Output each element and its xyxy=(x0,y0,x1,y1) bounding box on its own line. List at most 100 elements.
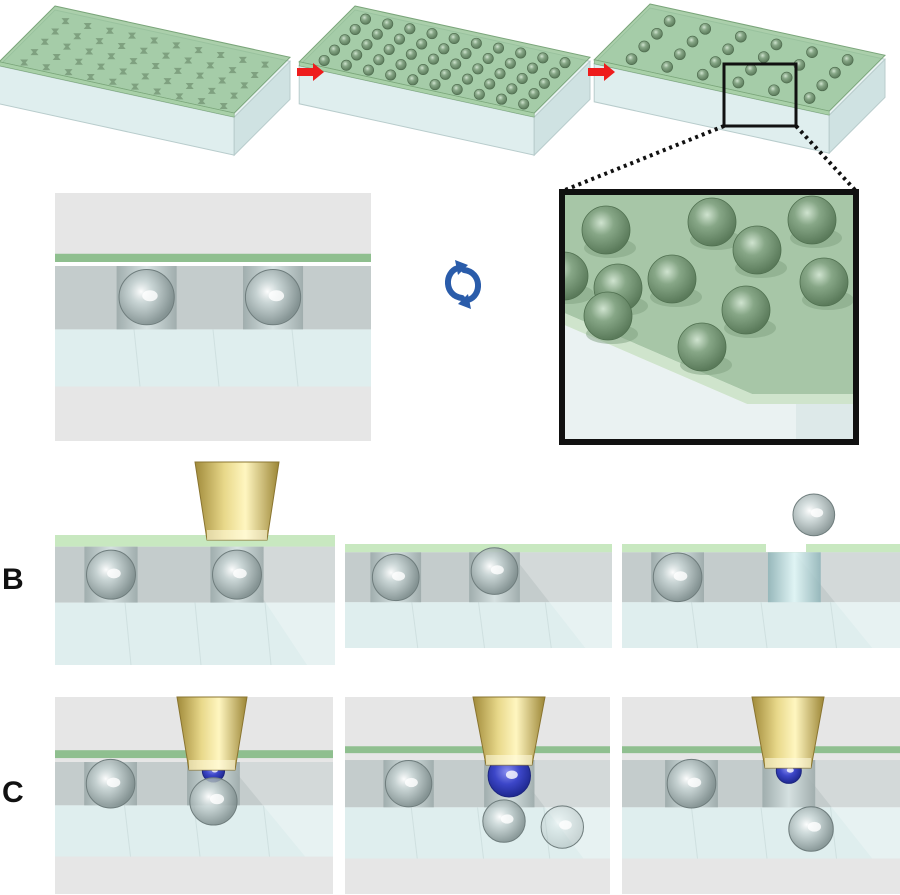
membrane-edge xyxy=(0,61,235,118)
section-c2 xyxy=(345,697,610,894)
bead xyxy=(745,63,757,76)
bead xyxy=(770,38,783,51)
well-hole xyxy=(228,67,237,74)
bead xyxy=(494,68,506,80)
membrane-opening xyxy=(766,544,806,552)
bead xyxy=(426,28,438,40)
bead xyxy=(516,73,528,85)
bead xyxy=(484,78,496,90)
membrane-layer xyxy=(345,746,610,754)
glass-seam xyxy=(411,602,419,649)
well-hole xyxy=(131,83,140,90)
bead xyxy=(757,51,770,63)
well-hole xyxy=(162,52,171,59)
glass-reflection xyxy=(510,552,612,648)
bead xyxy=(470,37,482,49)
bead-highlight xyxy=(106,777,121,788)
well-hole xyxy=(150,37,159,44)
well-hole xyxy=(250,72,259,79)
well-hole xyxy=(151,62,160,69)
well-hole xyxy=(261,61,270,68)
bead xyxy=(581,205,631,255)
bead xyxy=(515,47,527,59)
bead xyxy=(407,74,419,86)
well-hole xyxy=(51,28,60,35)
glass-seam xyxy=(760,807,768,859)
bead xyxy=(709,56,722,68)
glass-layer xyxy=(622,602,900,648)
glass-seam xyxy=(194,602,202,666)
chip-empty xyxy=(0,5,292,157)
chip-sealed xyxy=(593,3,887,155)
bead xyxy=(661,61,673,73)
bead xyxy=(816,79,829,92)
well-hole xyxy=(153,88,162,95)
panel-label-c: C xyxy=(2,776,24,809)
bead-highlight xyxy=(490,565,504,575)
well-hole xyxy=(172,42,181,49)
bead-highlight xyxy=(807,821,822,832)
well-hole xyxy=(63,43,72,50)
dispensing-nozzle xyxy=(194,461,280,541)
well-hole xyxy=(184,57,193,64)
well-hole xyxy=(20,59,29,66)
bead xyxy=(385,69,397,81)
glass-seam xyxy=(291,329,299,387)
glass-layer xyxy=(55,329,371,387)
bead xyxy=(722,43,734,56)
bead xyxy=(803,92,816,104)
right-arrow-icon xyxy=(588,63,615,81)
bead xyxy=(799,257,849,307)
well-hole xyxy=(74,58,83,65)
well-hole xyxy=(139,47,148,54)
well xyxy=(767,552,821,603)
glass-seam xyxy=(212,329,220,387)
membrane-layer xyxy=(622,746,900,754)
bead xyxy=(404,23,416,35)
bead-highlight xyxy=(810,508,824,518)
section-b3 xyxy=(622,493,900,649)
bead xyxy=(351,49,363,61)
well-hole xyxy=(40,38,49,45)
glass-seam xyxy=(760,602,768,649)
nozzle-tip-glow xyxy=(486,755,532,765)
bead-highlight xyxy=(233,568,247,579)
nozzle-body xyxy=(176,696,248,771)
bead-highlight xyxy=(107,568,121,579)
bead xyxy=(732,76,745,89)
bead xyxy=(428,53,440,65)
dispensing-nozzle xyxy=(751,696,825,769)
well-hole xyxy=(194,47,203,54)
well-hole xyxy=(85,48,94,55)
well-hole xyxy=(61,18,70,25)
bead-highlight xyxy=(209,793,225,805)
glass-seam xyxy=(830,602,837,649)
bead xyxy=(506,83,518,95)
bead xyxy=(583,291,633,341)
bead xyxy=(674,48,686,61)
bead xyxy=(518,98,530,110)
well-hole xyxy=(64,69,73,76)
well-hole xyxy=(238,56,247,63)
section-a xyxy=(55,193,371,441)
well-hole xyxy=(128,32,137,39)
well-hole xyxy=(107,53,116,60)
glass-reflection xyxy=(794,760,900,859)
bead xyxy=(686,35,699,48)
bead xyxy=(360,13,372,25)
zoom-box xyxy=(722,62,798,128)
zoom-line-right xyxy=(794,124,857,192)
bead xyxy=(340,59,352,71)
well-hole xyxy=(206,62,215,69)
well-hole xyxy=(185,83,194,90)
bead xyxy=(647,254,697,304)
nozzle-body xyxy=(472,696,546,766)
bead xyxy=(460,48,472,60)
membrane-layer xyxy=(622,544,900,553)
bead xyxy=(504,57,516,69)
glass-seam xyxy=(124,602,132,666)
well-hole xyxy=(97,63,106,70)
chip-loaded xyxy=(298,5,592,157)
bead xyxy=(462,73,474,85)
